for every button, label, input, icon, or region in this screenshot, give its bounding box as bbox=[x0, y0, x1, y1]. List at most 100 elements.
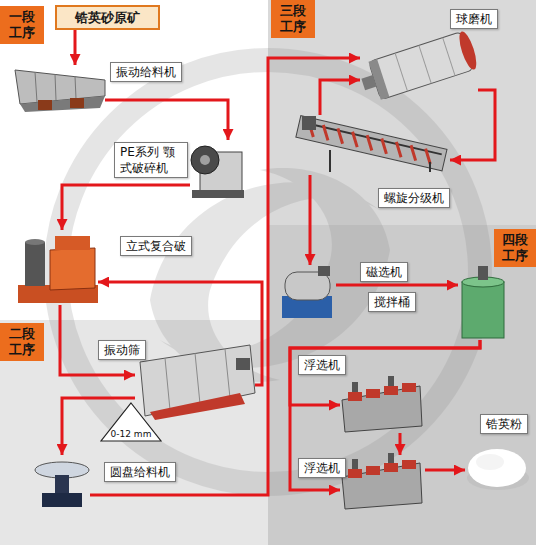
flow-arrow bbox=[290, 340, 480, 405]
machine-label: 振动给料机 bbox=[110, 62, 182, 82]
zircon-powder bbox=[476, 454, 504, 470]
flow-arrow bbox=[290, 340, 480, 490]
flow-arrow bbox=[98, 282, 262, 385]
flotation-machine bbox=[384, 386, 398, 395]
spiral-classifier bbox=[306, 122, 434, 164]
machine-label: 球磨机 bbox=[450, 9, 498, 29]
vibrating-screen bbox=[236, 358, 250, 370]
size-label: 0-12 mm bbox=[100, 429, 162, 439]
ball-mill bbox=[361, 75, 376, 90]
flow-arrow bbox=[74, 30, 77, 65]
agitation-tank bbox=[478, 266, 488, 280]
machine-node: 振动给料机 bbox=[15, 65, 105, 110]
stage-region bbox=[268, 225, 536, 545]
magnetic-separator bbox=[318, 266, 330, 276]
machine-node: 螺旋分级机 bbox=[290, 115, 450, 175]
flotation-machine bbox=[366, 466, 380, 475]
vibrating-feeder bbox=[15, 70, 105, 112]
vertical-crusher bbox=[25, 242, 45, 286]
machine-label: 立式复合破 bbox=[120, 236, 192, 256]
stage-label: 四段 工序 bbox=[494, 229, 536, 267]
agitation-tank bbox=[462, 282, 504, 338]
watermark bbox=[56, 60, 480, 484]
vibrating-feeder bbox=[70, 98, 84, 108]
ball-mill bbox=[443, 38, 455, 76]
size-triangle: 0-12 mm bbox=[100, 402, 162, 442]
material-box: 锆英砂原矿 bbox=[55, 5, 160, 30]
flotation-machine bbox=[342, 376, 422, 432]
vibrating-feeder bbox=[38, 100, 52, 110]
machine-label: 振动筛 bbox=[98, 340, 146, 360]
vibrating-screen bbox=[150, 393, 245, 420]
spiral-classifier bbox=[429, 162, 431, 172]
machine-label: 浮选机 bbox=[298, 458, 346, 478]
disc-feeder bbox=[42, 493, 82, 507]
ball-mill bbox=[357, 30, 480, 104]
flow-arrow bbox=[90, 58, 360, 495]
vertical-crusher bbox=[25, 239, 45, 245]
stage-text: 一段 工序 bbox=[7, 9, 37, 41]
flotation-machine bbox=[348, 392, 362, 401]
flow-arrow bbox=[62, 185, 190, 230]
ball-mill bbox=[368, 31, 474, 99]
vertical-crusher bbox=[50, 248, 95, 290]
flotation-machine bbox=[352, 459, 358, 469]
machine-label: PE系列 颚式破碎机 bbox=[114, 142, 188, 178]
stage-text: 四段 工序 bbox=[500, 232, 530, 264]
spiral-classifier bbox=[296, 116, 447, 172]
vibrating-screen bbox=[225, 349, 230, 398]
watermark bbox=[160, 168, 390, 368]
machine-label: 圆盘给料机 bbox=[104, 462, 176, 482]
stage-region bbox=[268, 0, 536, 545]
machine-label: 螺旋分级机 bbox=[378, 188, 450, 208]
ball-mill bbox=[456, 30, 480, 72]
triangle-shape bbox=[101, 403, 161, 441]
zircon-powder bbox=[468, 449, 526, 487]
machine-label: 浮选机 bbox=[298, 355, 346, 375]
stage-label: 三段 工序 bbox=[271, 0, 315, 38]
flow-arrow bbox=[105, 100, 228, 140]
flotation-machine bbox=[342, 386, 422, 432]
flow-arrow bbox=[309, 175, 312, 265]
machine-label: 搅拌桶 bbox=[368, 292, 416, 312]
flotation-machine bbox=[348, 469, 362, 478]
machine-node: 磁选机 bbox=[278, 265, 336, 320]
spiral-classifier bbox=[296, 116, 447, 171]
machine-node: 锆英粉 bbox=[465, 440, 530, 490]
flotation-machine bbox=[388, 376, 394, 386]
vibrating-screen bbox=[195, 353, 200, 404]
stage-region bbox=[0, 0, 268, 545]
zircon-powder bbox=[467, 449, 529, 490]
vibrating-screen bbox=[165, 358, 170, 410]
ball-mill bbox=[419, 45, 431, 83]
flotation-machine bbox=[388, 453, 394, 463]
flow-arrow bbox=[336, 284, 458, 287]
agitation-tank bbox=[462, 266, 504, 338]
flow-arrow bbox=[62, 398, 135, 455]
flotation-machine bbox=[366, 389, 380, 398]
stage-text: 二段 工序 bbox=[7, 326, 37, 358]
stage-text: 三段 工序 bbox=[278, 3, 308, 35]
machine-label: 磁选机 bbox=[360, 262, 408, 282]
disc-feeder bbox=[55, 475, 69, 495]
vibrating-feeder bbox=[75, 76, 76, 99]
machine-node: 振动筛 bbox=[135, 340, 255, 420]
watermark bbox=[56, 60, 480, 484]
magnetic-separator bbox=[285, 272, 330, 300]
machine-node: PE系列 颚式破碎机 bbox=[190, 140, 245, 200]
jaw-crusher bbox=[191, 146, 244, 198]
stage-label: 一段 工序 bbox=[0, 6, 44, 44]
flow-arrow bbox=[425, 469, 465, 472]
spiral-classifier bbox=[296, 116, 447, 171]
flotation-machine bbox=[352, 382, 358, 392]
stage-label: 二段 工序 bbox=[0, 323, 44, 361]
machine-node: 立式复合破 bbox=[18, 230, 98, 305]
ball-mill bbox=[395, 53, 407, 91]
spiral-classifier bbox=[302, 116, 316, 130]
flotation-machine bbox=[402, 460, 416, 469]
machine-label: 锆英粉 bbox=[480, 414, 528, 434]
vibrating-screen bbox=[140, 345, 255, 420]
jaw-crusher bbox=[191, 146, 219, 174]
